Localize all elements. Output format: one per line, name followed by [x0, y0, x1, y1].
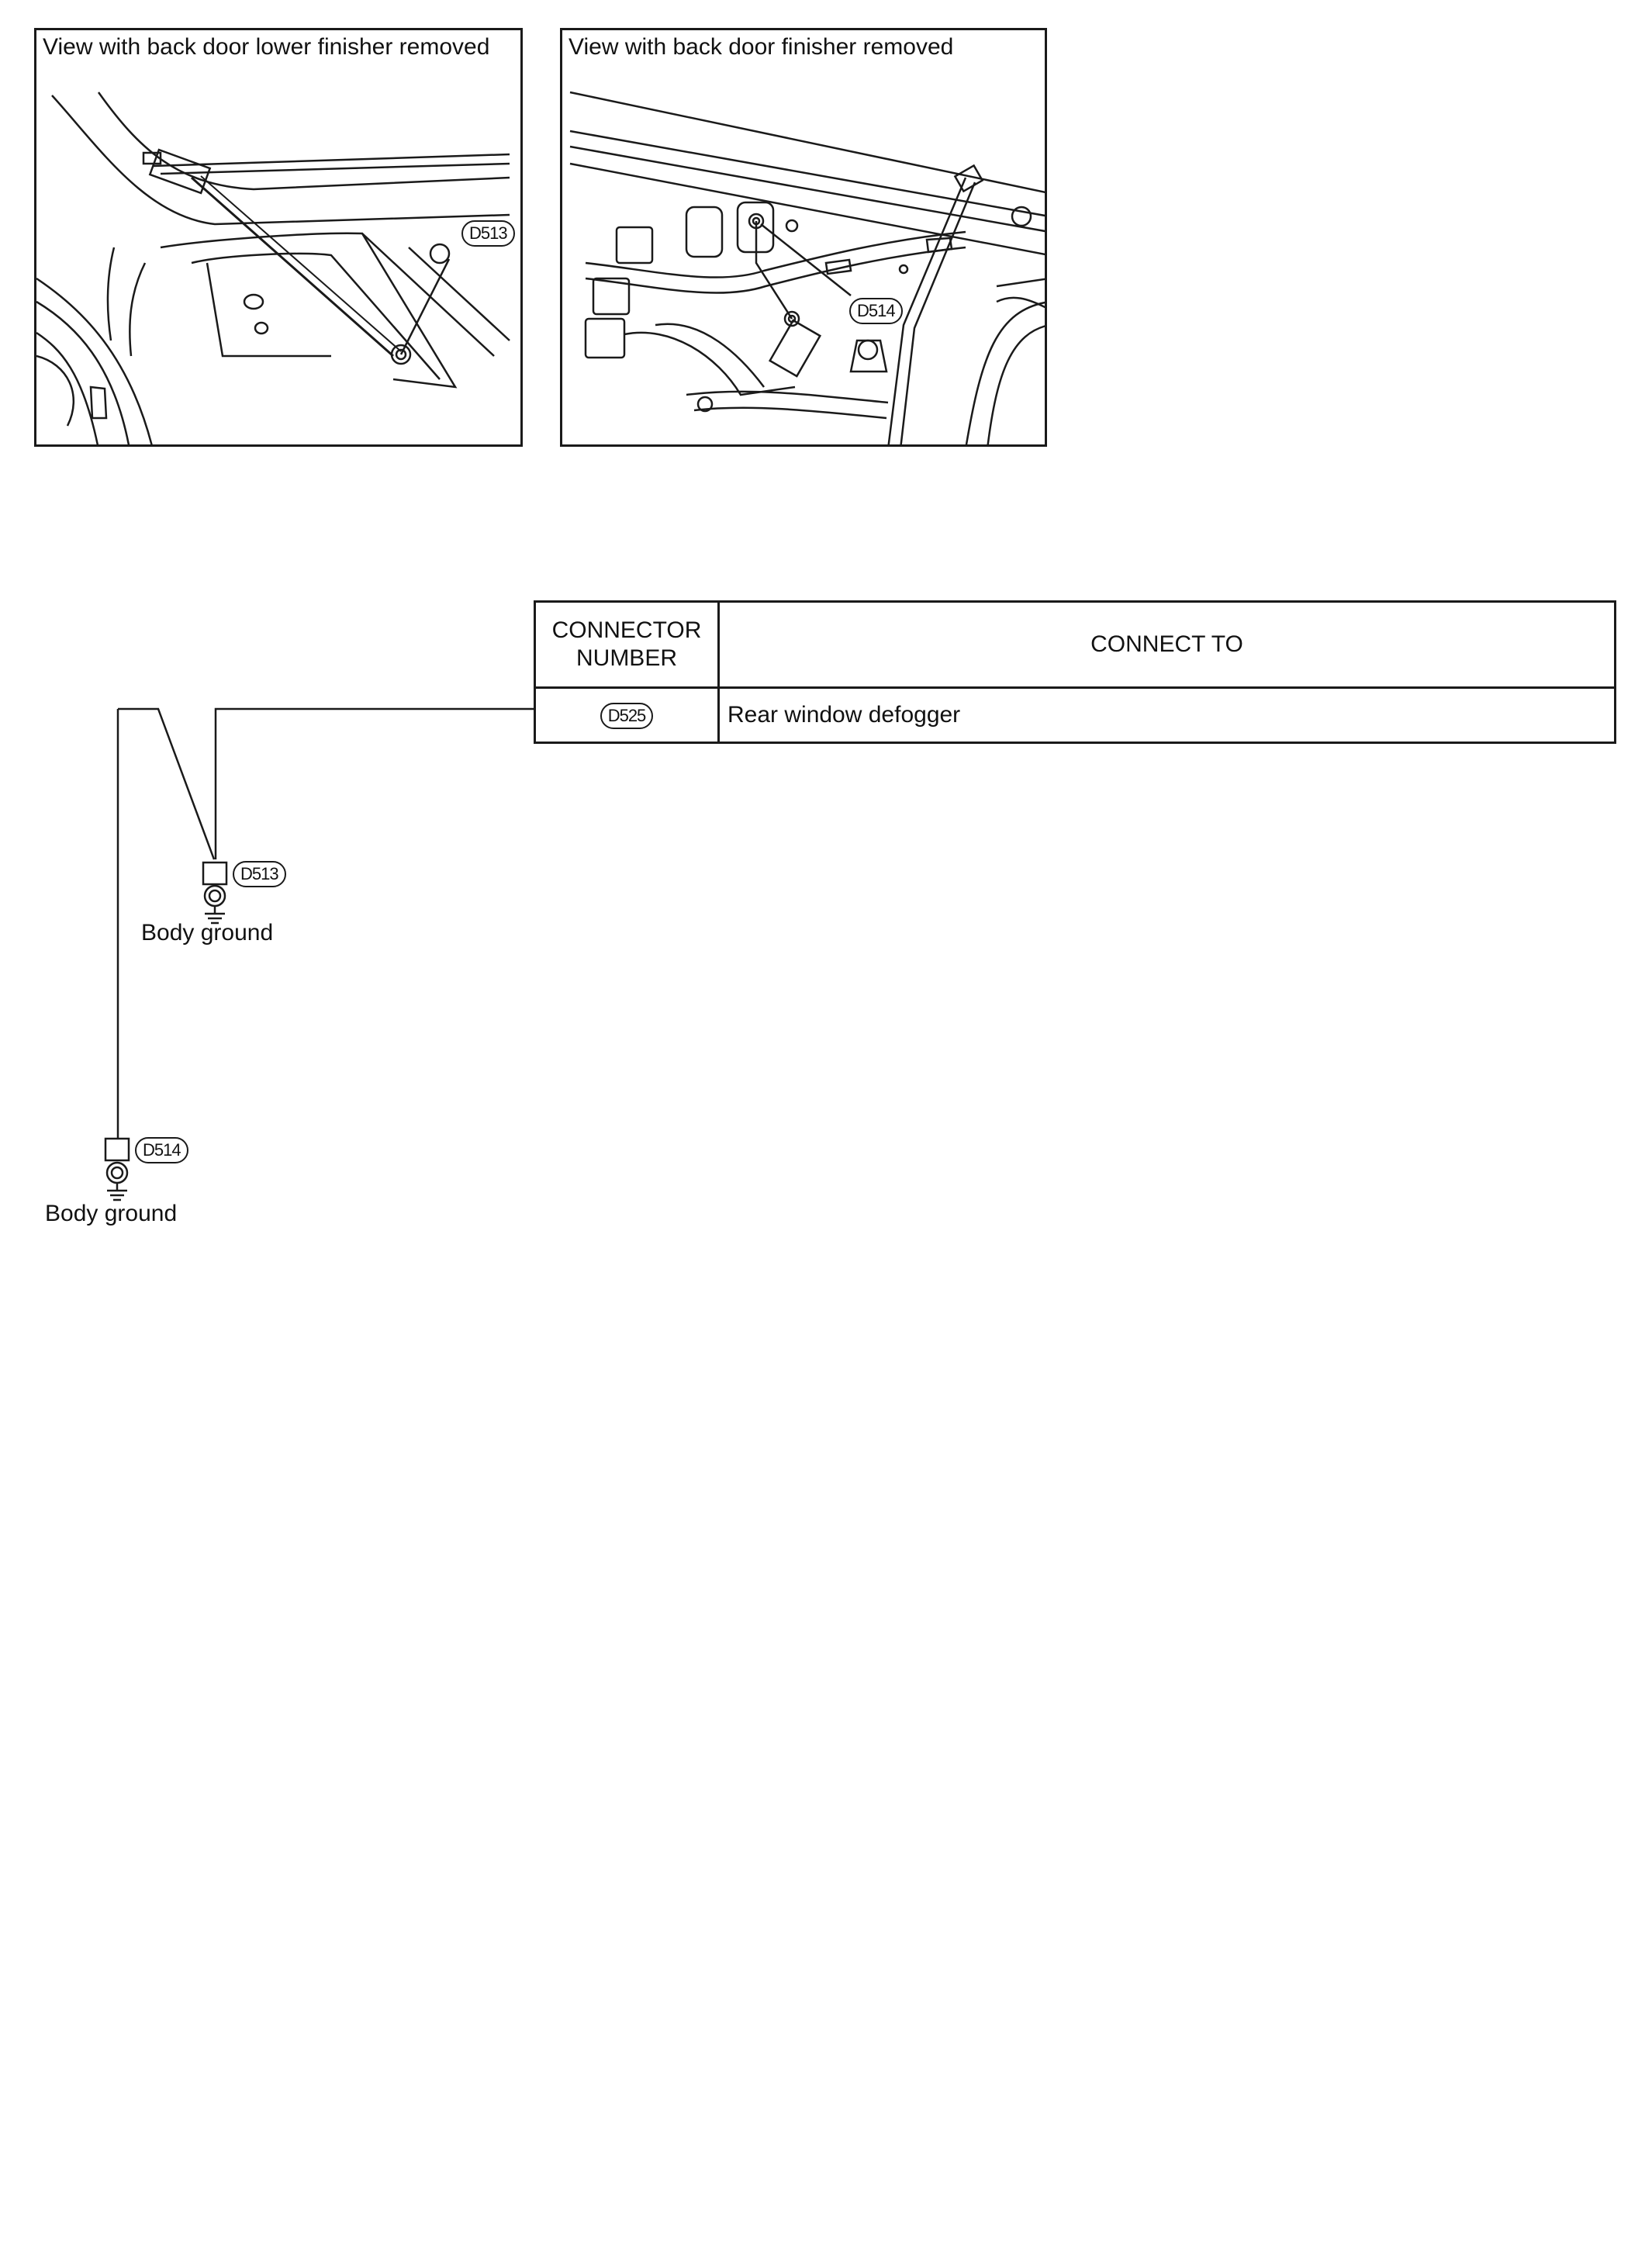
ground-ring-inner-d514 — [110, 1166, 124, 1180]
connector-badge-d514: D514 — [135, 1137, 188, 1163]
ground-ring-outer-d514 — [105, 1161, 129, 1184]
connector-square-d514 — [104, 1137, 130, 1162]
back-door-finisher-illustration — [569, 91, 1045, 444]
panel-caption: View with back door finisher removed — [569, 34, 954, 60]
header-connect-to: CONNECT TO — [717, 600, 1616, 689]
callout-badge-d514: D514 — [849, 298, 903, 324]
body-ground-label-d513: Body ground — [141, 920, 274, 946]
cell-connect-to: Rear window defogger — [717, 686, 1616, 744]
header-connector-number: CONNECTOR NUMBER — [534, 600, 720, 689]
ground-ring-outer-d513 — [203, 884, 226, 908]
callout-badge-d513: D513 — [461, 220, 515, 247]
table-row: D525 Rear window defogger — [534, 686, 1616, 744]
connector-table: CONNECTOR NUMBER CONNECT TO D525 Rear wi… — [534, 600, 1616, 744]
body-ground-label-d514: Body ground — [45, 1201, 178, 1226]
illustration-panel-lower-finisher: View with back door lower finisher remov… — [34, 28, 523, 447]
wire-d525-to-d513 — [214, 707, 534, 859]
illustration-panel-finisher: View with back door finisher removed — [560, 28, 1047, 447]
connector-badge-d525: D525 — [600, 703, 654, 729]
panel-caption: View with back door lower finisher remov… — [43, 34, 490, 60]
wire-split-to-d513 — [118, 707, 216, 860]
cell-connector-number: D525 — [534, 686, 720, 744]
table-header-row: CONNECTOR NUMBER CONNECT TO — [534, 600, 1616, 689]
back-door-lower-illustration — [36, 92, 510, 444]
connector-square-d513 — [202, 861, 228, 886]
ground-ring-inner-d513 — [208, 889, 222, 903]
connector-badge-d513: D513 — [233, 861, 286, 887]
